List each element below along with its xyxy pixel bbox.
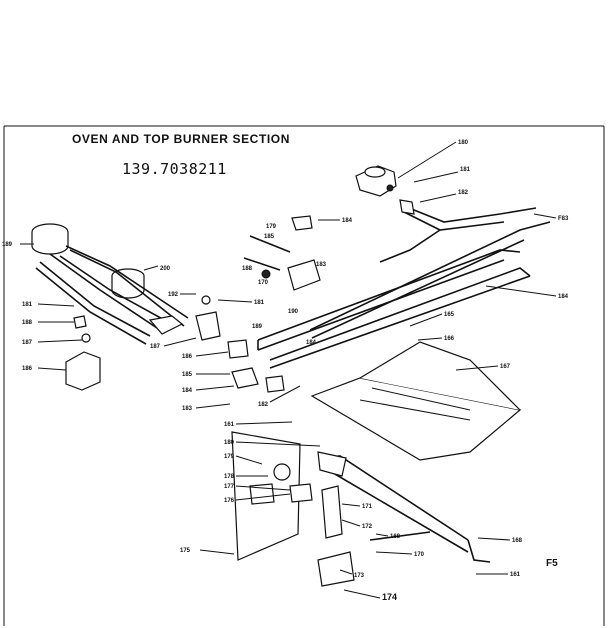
callout-167: 167 xyxy=(500,364,511,370)
leader-lines xyxy=(20,141,557,599)
callout-186a: 186 xyxy=(182,354,193,360)
callout-183a: 183 xyxy=(316,262,327,268)
callout-F83: F83 xyxy=(558,216,569,222)
callout-187b: 187 xyxy=(150,344,161,350)
callout-181c: 181 xyxy=(22,302,33,308)
callout-184a: 184 xyxy=(558,294,569,300)
callout-188a: 188 xyxy=(242,266,253,272)
callout-200: 200 xyxy=(160,266,171,272)
callout-192: 192 xyxy=(168,292,179,298)
callout-181b: 181 xyxy=(254,300,265,306)
burner-valve-187 xyxy=(195,295,285,393)
front-rail xyxy=(257,221,551,369)
callout-182a: 182 xyxy=(458,190,469,196)
callout-180a: 180 xyxy=(458,140,469,146)
callout-177: 177 xyxy=(224,484,235,490)
callout-189a: 189 xyxy=(2,242,13,248)
callout-182b: 182 xyxy=(258,402,269,408)
callout-170a: 170 xyxy=(258,280,269,286)
callout-181a: 181 xyxy=(460,167,471,173)
callout-184b: 184 xyxy=(342,218,353,224)
pressure-regulator-180 xyxy=(355,165,397,197)
callout-161a: 161 xyxy=(224,422,235,428)
callout-179b: 179 xyxy=(224,454,235,460)
callout-168: 168 xyxy=(390,534,401,540)
callout-173: 173 xyxy=(354,573,365,579)
callout-168b: 168 xyxy=(512,538,523,544)
callout-187a: 187 xyxy=(22,340,33,346)
callout-labels: 180 181 182 F83 184 179 185 188 170 184 … xyxy=(2,140,569,602)
callout-161b: 161 xyxy=(510,572,521,578)
callout-166: 166 xyxy=(444,336,455,342)
callout-184c: 184 xyxy=(306,340,317,346)
callout-186b: 186 xyxy=(22,366,33,372)
callout-176: 176 xyxy=(224,498,235,504)
callout-170b: 170 xyxy=(414,552,425,558)
callout-165: 165 xyxy=(444,312,455,318)
top-burner-tubes xyxy=(31,223,189,345)
oven-valve-183 xyxy=(243,215,321,291)
manifold-pipe xyxy=(379,199,537,263)
callout-178: 178 xyxy=(224,474,235,480)
callout-185a: 185 xyxy=(264,234,275,240)
callout-189b: 189 xyxy=(252,324,263,330)
oven-burner-tube xyxy=(317,451,491,563)
callout-188b: 188 xyxy=(22,320,33,326)
callout-175: 175 xyxy=(180,548,191,554)
corner-mark: F5 xyxy=(546,558,558,569)
frame-lines xyxy=(3,125,605,626)
model-number: 139.7038211 xyxy=(122,160,227,178)
callout-172: 172 xyxy=(362,524,373,530)
callout-174: 174 xyxy=(382,592,397,602)
callout-179a: 179 xyxy=(266,224,277,230)
callout-184d: 184 xyxy=(182,388,193,394)
diagram-title: OVEN AND TOP BURNER SECTION xyxy=(72,132,291,146)
callout-171: 171 xyxy=(362,504,373,510)
callout-190: 190 xyxy=(288,309,299,315)
callout-185b: 185 xyxy=(182,372,193,378)
bracket-186 xyxy=(65,315,101,391)
callout-180b: 180 xyxy=(224,440,235,446)
callout-183b: 183 xyxy=(182,406,193,412)
burner-shield-167 xyxy=(310,341,522,461)
